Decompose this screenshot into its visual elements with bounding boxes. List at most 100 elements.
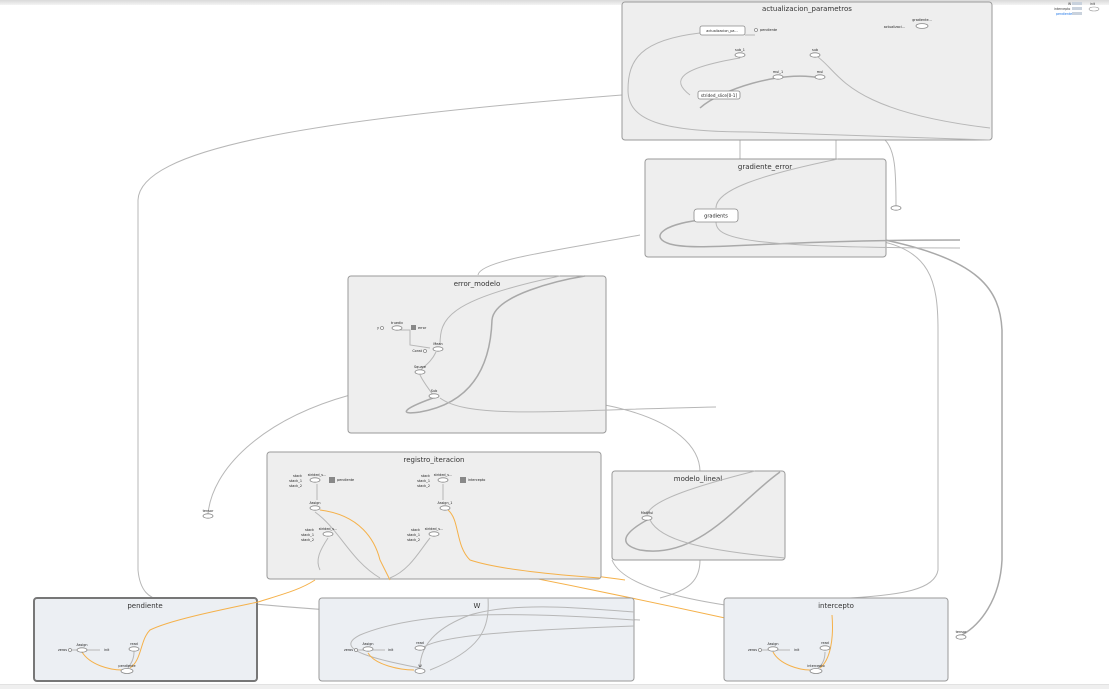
svg-text:pendiente: pendiente (760, 28, 777, 32)
read-intercepto-node[interactable] (819, 645, 831, 651)
group-title-modelo: modelo_lineal (674, 475, 723, 483)
assign-node[interactable] (309, 505, 321, 511)
svg-text:Const: Const (412, 349, 422, 353)
mean-node[interactable] (432, 346, 444, 352)
strided-slice-node[interactable] (697, 90, 741, 100)
assign-pendiente-node[interactable] (76, 647, 88, 653)
svg-text:Assign: Assign (767, 642, 778, 646)
strided-slice-c-node[interactable] (322, 531, 334, 537)
edge-error-to-tensor (207, 394, 351, 515)
read-pendiente-node[interactable] (128, 646, 140, 652)
group-pendiente[interactable]: pendiente zeros Assign init read pendien… (33, 597, 259, 682)
edge-w-inner-4 (429, 597, 489, 671)
edge-modelo-to-w (659, 559, 701, 599)
svg-text:pendiente: pendiente (337, 478, 354, 482)
svg-text:gradients: gradients (704, 214, 728, 220)
group-actualizacion-parametros[interactable]: actualizacion_parametros actualizacion_p… (621, 1, 993, 141)
group-title-actualizacion: actualizacion_parametros (762, 5, 852, 13)
svg-text:Assign: Assign (76, 643, 87, 647)
gradients-node[interactable] (693, 208, 739, 223)
truediv-node[interactable] (391, 325, 403, 331)
legend-intercepto-swatch (1072, 7, 1082, 10)
edge-to-actualizaci-side (884, 139, 897, 207)
legend-w-swatch (1072, 2, 1082, 5)
sub-1-node[interactable] (734, 52, 746, 58)
assign-w-node[interactable] (362, 646, 374, 652)
mul-node[interactable] (814, 74, 826, 80)
mul-1-node[interactable] (772, 74, 784, 80)
strided-slice-a-node[interactable] (309, 477, 321, 483)
intercepto-summary-icon (460, 477, 466, 483)
edge-error-inner-5 (439, 397, 717, 413)
svg-text:read: read (821, 641, 829, 645)
strided-slice-d-node[interactable] (428, 531, 440, 537)
bottom-status-edge (0, 684, 1109, 689)
edge-modelo-inner-2 (649, 519, 786, 559)
assign-intercepto-node[interactable] (767, 646, 779, 652)
pendiente-summary-icon (329, 477, 335, 483)
edge-pendiente-inner-3 (129, 601, 259, 669)
svg-text:stack_2: stack_2 (407, 538, 420, 542)
edge-actualizacion-inner-4 (699, 75, 821, 109)
assign-1-node[interactable] (439, 505, 451, 511)
svg-text:stack_1: stack_1 (289, 479, 302, 483)
sub-node[interactable] (809, 52, 821, 58)
group-modelo-lineal[interactable]: modelo_lineal MatMul (611, 470, 786, 561)
sub-error-node[interactable] (428, 393, 440, 399)
edge-registro-inner-5 (314, 511, 381, 579)
pendiente-variable-node[interactable] (120, 668, 134, 674)
gradiente-side-node[interactable] (915, 23, 929, 29)
svg-text:mul: mul (817, 70, 823, 74)
svg-text:stack_1: stack_1 (407, 533, 420, 537)
svg-text:Sub: Sub (431, 389, 437, 393)
group-title-w: W (474, 602, 481, 610)
group-w[interactable]: W zeros Assign init read W (318, 597, 635, 682)
intercepto-variable-node[interactable] (809, 668, 823, 674)
svg-text:y: y (377, 326, 379, 330)
svg-text:stack_2: stack_2 (417, 484, 430, 488)
svg-text:tensor: tensor (203, 509, 214, 513)
square-node[interactable] (414, 369, 426, 375)
svg-text:sub_1: sub_1 (735, 48, 745, 52)
actualizacion-node[interactable] (699, 25, 746, 36)
read-w-node[interactable] (414, 645, 426, 651)
top-toolbar-edge (0, 0, 1109, 5)
strided-slice-b-node[interactable] (437, 477, 449, 483)
svg-text:stack: stack (411, 528, 420, 532)
svg-text:actualizaci...: actualizaci... (884, 25, 905, 29)
svg-text:error: error (418, 326, 427, 330)
edge-actualizacion-inner-2 (680, 57, 741, 96)
edge-error-inner-6 (439, 275, 561, 346)
w-variable-node[interactable] (414, 668, 426, 674)
tensor-left-node[interactable] (202, 513, 214, 519)
svg-text:strided_s...: strided_s... (425, 527, 444, 531)
svg-text:actualizacion_pa...: actualizacion_pa... (706, 29, 737, 33)
svg-text:MatMul: MatMul (641, 511, 653, 515)
svg-text:tensor: tensor (956, 630, 967, 634)
svg-text:W: W (1068, 2, 1072, 6)
error-summary-icon (411, 325, 416, 330)
edge-gradiente-to-intercepto (849, 239, 939, 599)
edge-w-inner-6 (367, 652, 415, 671)
svg-text:W: W (418, 664, 422, 668)
svg-text:init: init (388, 648, 394, 652)
edge-pendiente-inner-4 (127, 651, 135, 669)
group-registro-iteracion[interactable]: registro_iteracion strided_s... stack st… (266, 451, 602, 581)
group-error-modelo[interactable]: error_modelo y truediv error Mean Const … (347, 275, 717, 434)
edge-actualizacion-inner-3 (814, 54, 991, 129)
edge-intercepto-inner-2 (772, 651, 811, 671)
edge-error-inner-4 (405, 275, 586, 414)
svg-text:zeros: zeros (58, 648, 67, 652)
svg-text:mul_1: mul_1 (773, 70, 783, 74)
tensor-right-node[interactable] (955, 634, 967, 640)
actualizaci-side-node[interactable] (890, 205, 902, 211)
svg-text:read: read (416, 641, 424, 645)
group-gradiente-error[interactable]: gradiente_error gradients (644, 158, 961, 258)
edge-actualizacion-inner-1 (627, 32, 991, 141)
group-title-intercepto: intercepto (818, 602, 854, 610)
group-intercepto[interactable]: intercepto zeros Assign init read interc… (723, 597, 949, 682)
svg-text:stack_1: stack_1 (301, 533, 314, 537)
edge-error-inner-1 (396, 329, 431, 349)
matmul-node[interactable] (641, 515, 653, 521)
